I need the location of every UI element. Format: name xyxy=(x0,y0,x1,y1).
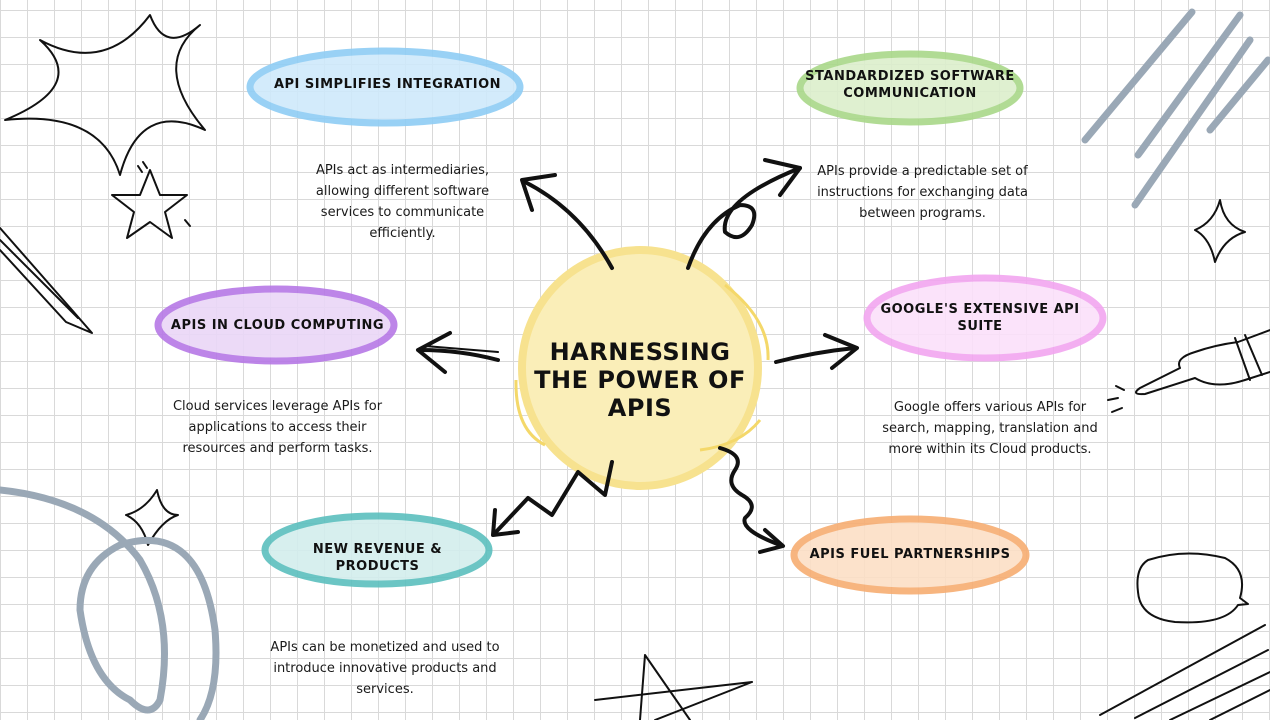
node-title-standardized: STANDARDIZED SOFTWARE COMMUNICATION xyxy=(805,69,1015,101)
arrowhead-standardized xyxy=(763,158,802,197)
node-desc-integration: APIs act as intermediaries, allowing dif… xyxy=(315,163,490,241)
arrow-to-standardized xyxy=(686,166,802,270)
node-desc-google: Google offers various APIs for search, m… xyxy=(882,400,1098,457)
pencil-doodle xyxy=(0,227,93,334)
arrow-to-cloud xyxy=(418,348,500,362)
center-title: HARNESSING THE POWER OF APIS xyxy=(534,338,746,422)
node-title-integration: API SIMPLIFIES INTEGRATION xyxy=(273,77,502,92)
arrowhead-google xyxy=(823,333,859,370)
scribble-lines xyxy=(1099,624,1270,720)
swirl-top-right xyxy=(1081,8,1270,209)
speech-bubble xyxy=(1136,552,1249,624)
node-desc-revenue: APIs can be monetized and used to introd… xyxy=(270,640,500,697)
node-title-google: GOOGLE'S EXTENSIVE API SUITE xyxy=(880,302,1080,334)
arrowhead-integration xyxy=(520,173,557,212)
node-desc-standardized: APIs provide a predictable set of instru… xyxy=(817,164,1028,221)
arrow-to-google xyxy=(774,346,857,364)
star-bottom xyxy=(594,654,753,720)
node-title-partnerships: APIS FUEL PARTNERSHIPS xyxy=(809,547,1011,562)
diamond-doodle xyxy=(125,489,179,546)
node-desc-cloud: Cloud services leverage APIs for applica… xyxy=(172,399,383,456)
diamond-doodle-right xyxy=(1194,199,1246,263)
pointing-hand xyxy=(1135,329,1270,396)
node-title-cloud: APIS IN CLOUD COMPUTING xyxy=(170,318,385,333)
arrowhead-revenue xyxy=(491,508,520,537)
arrow-to-integration xyxy=(523,180,614,270)
arrowhead-cloud xyxy=(416,331,452,374)
arrow-to-revenue xyxy=(493,460,614,535)
swirl-bottom-left xyxy=(0,486,220,720)
sparkle-large xyxy=(4,14,206,176)
arrowhead-partnerships xyxy=(758,528,785,554)
star-doodle xyxy=(111,169,188,239)
node-title-revenue: NEW REVENUE & PRODUCTS xyxy=(312,542,443,574)
arrow-to-partnerships xyxy=(718,446,782,547)
